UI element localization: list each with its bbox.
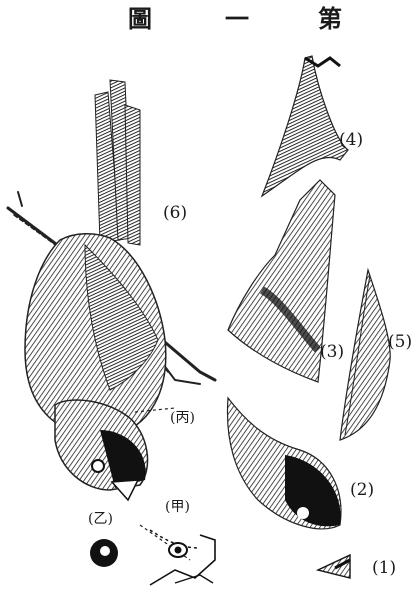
wing-3-drawing (228, 180, 335, 382)
label-2: (2) (350, 480, 374, 500)
tail-4-drawing (262, 56, 348, 196)
eye-yi-drawing (90, 539, 118, 567)
label-1: (1) (372, 558, 396, 578)
label-yi: (乙) (88, 509, 113, 529)
label-5: (5) (388, 332, 412, 352)
label-bing: (丙) (170, 408, 195, 428)
beak-jia-drawing (150, 530, 215, 585)
label-6: (6) (163, 203, 187, 223)
label-jia: (甲) (165, 497, 190, 517)
label-4: (4) (339, 130, 363, 150)
label-3: (3) (320, 342, 344, 362)
bird-6-drawing (25, 80, 166, 500)
feather-5-drawing (340, 270, 390, 440)
beak-1-drawing (318, 555, 350, 578)
head-2-drawing (227, 398, 340, 529)
